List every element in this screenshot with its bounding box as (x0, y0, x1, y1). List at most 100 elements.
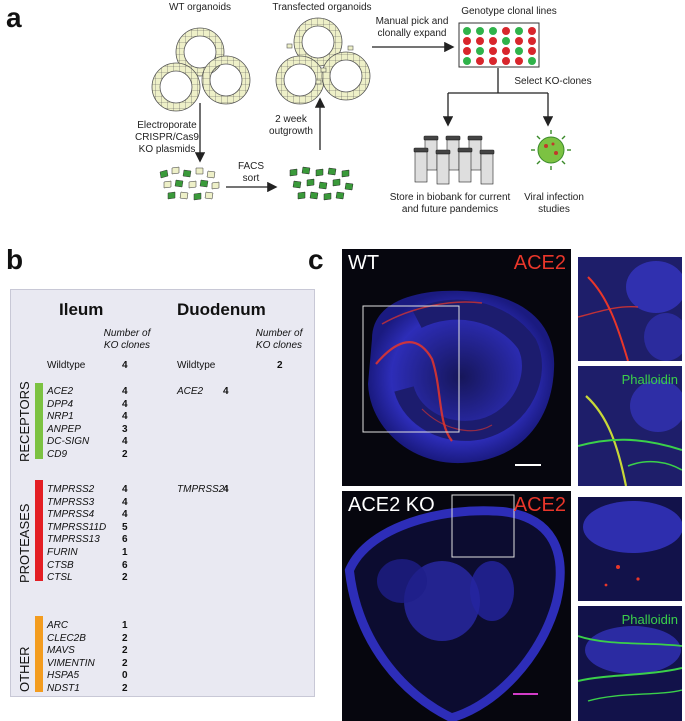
ko-zoom-phalloidin-image (578, 606, 682, 721)
mixed-cells-icon (159, 166, 220, 201)
panel-a-diagram (151, 17, 571, 201)
ko-micrograph: ACE2 KO ACE2 (342, 491, 571, 721)
ileum-gene: HSPA5 (47, 670, 80, 682)
other-bar (35, 616, 43, 692)
ileum-gene: MAVS (47, 645, 75, 657)
ko-zoom-phalloidin: Phalloidin (578, 606, 682, 721)
ileum-ko-header: Number of KO clones (103, 328, 151, 351)
ileum-wildtype-count: 4 (122, 360, 128, 371)
ileum-gene: NRP1 (47, 411, 74, 423)
ileum-count: 2 (122, 683, 128, 694)
ileum-count: 2 (122, 632, 128, 644)
plate-well (476, 47, 484, 55)
ileum-gene: NDST1 (47, 683, 80, 694)
other-label: OTHER (17, 646, 32, 693)
duodenum-gene: ACE2 (177, 386, 204, 397)
plate-well (489, 27, 497, 35)
sorted-green-cells-icon (289, 166, 354, 201)
duodenum-ko-header: Number of KO clones (255, 328, 303, 351)
plate-well (515, 37, 523, 45)
electroporate-label: Electroporate CRISPR/Cas9 KO plasmids (135, 120, 199, 155)
ileum-count: 2 (122, 572, 128, 584)
plate-well (528, 37, 536, 45)
ileum-gene: TMPRSS4 (47, 509, 95, 521)
panel-letter-a: a (6, 2, 22, 33)
viral-label: Viral infection studies (524, 192, 584, 215)
wt-ace2-label: ACE2 (513, 252, 566, 274)
genotype-label: Genotype clonal lines (461, 6, 557, 17)
plate-well (489, 47, 497, 55)
ko-micrograph-image (344, 494, 565, 721)
ileum-gene: DPP4 (47, 398, 74, 410)
plate-well (489, 37, 497, 45)
ileum-count: 4 (122, 509, 128, 521)
ileum-gene: CLEC2B (47, 632, 86, 644)
biobank-label: Store in biobank for current and future … (389, 192, 511, 215)
ileum-count: 4 (122, 496, 128, 508)
ileum-count: 4 (122, 411, 128, 423)
select-ko-label: Select KO-clones (514, 76, 592, 87)
ileum-gene: TMPRSS2 (47, 484, 95, 495)
ileum-count: 4 (122, 436, 128, 448)
plate-well (502, 57, 510, 65)
duodenum-gene: TMPRSS2 (177, 484, 225, 495)
ileum-gene: CTSL (47, 572, 73, 584)
wt-micrograph-image (362, 290, 555, 466)
transfected-organoids-label: Transfected organoids (272, 2, 372, 13)
proteases-label: PROTEASES (17, 503, 32, 583)
duodenum-title: Duodenum (177, 300, 266, 319)
ileum-count: 0 (122, 670, 128, 682)
plate-well (489, 57, 497, 65)
ileum-gene: CTSB (47, 559, 74, 571)
ileum-count: 2 (122, 657, 128, 669)
ko-ace2-label: ACE2 (513, 494, 566, 516)
duodenum-count: 4 (223, 386, 229, 397)
ileum-count: 4 (122, 484, 128, 495)
plate-well (502, 47, 510, 55)
wt-label: WT (348, 252, 380, 274)
wt-micrograph: WT ACE2 (342, 249, 571, 486)
wt-organoids-icon (151, 27, 251, 112)
ileum-gene: FURIN (47, 547, 78, 558)
receptors-bar (35, 383, 43, 459)
wt-zoom-phalloidin: Phalloidin (578, 366, 682, 486)
wt-zoom-phalloidin-image (578, 366, 682, 486)
ko-zoom-ace2-image (578, 497, 682, 601)
plate-well (463, 27, 471, 35)
plate-well (515, 47, 523, 55)
ileum-count: 2 (122, 645, 128, 657)
plate-well (463, 37, 471, 45)
wt-organoids-label: WT organoids (168, 2, 232, 13)
ileum-gene: TMPRSS11D (47, 521, 107, 533)
ileum-gene: TMPRSS3 (47, 496, 95, 508)
ileum-wildtype-label: Wildtype (47, 360, 86, 371)
ileum-count: 6 (122, 559, 128, 571)
facs-label: FACS sort (237, 161, 265, 184)
panel-letter-b: b (6, 244, 24, 275)
plate-well (502, 37, 510, 45)
ko-zoom-ace2 (578, 497, 682, 601)
plate-well (476, 37, 484, 45)
plate-well (528, 47, 536, 55)
ileum-gene: ANPEP (47, 423, 81, 435)
receptors-label: RECEPTORS (17, 381, 32, 462)
wt-phalloidin-label: Phalloidin (621, 372, 678, 387)
plate-well (515, 27, 523, 35)
panel-letter-c: c (308, 244, 324, 275)
ileum-count: 4 (122, 386, 128, 397)
ileum-count: 1 (122, 620, 128, 631)
ileum-count: 1 (122, 547, 128, 558)
ileum-count: 3 (122, 423, 128, 435)
ileum-count: 5 (122, 521, 128, 533)
plate-well (515, 57, 523, 65)
plate-well (528, 57, 536, 65)
wt-zoom-ace2 (578, 257, 682, 361)
duodenum-wildtype-count: 2 (277, 360, 283, 371)
ileum-count: 4 (122, 398, 128, 410)
ko-label: ACE2 KO (348, 494, 435, 516)
plate-well (476, 27, 484, 35)
ileum-gene: ACE2 (47, 386, 74, 397)
transfected-organoids-icon (275, 17, 371, 105)
virus-icon (531, 130, 571, 170)
ileum-gene: TMPRSS13 (47, 534, 100, 546)
